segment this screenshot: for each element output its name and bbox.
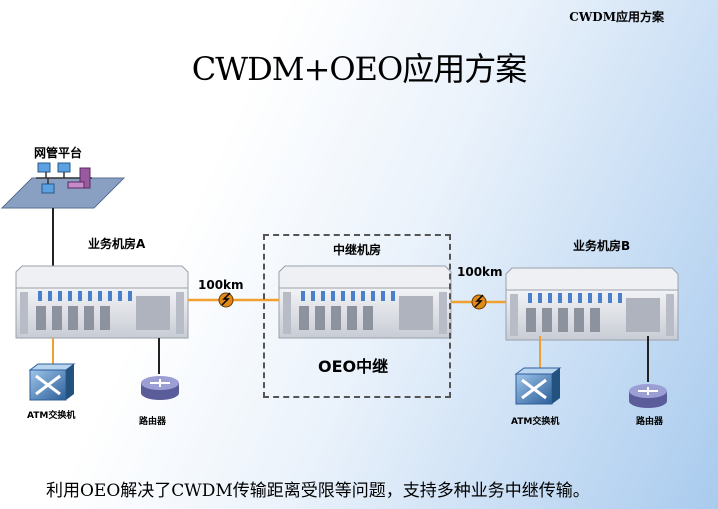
page-title: CWDM+OEO应用方案 — [191, 50, 527, 88]
cwdm-chassis-b — [505, 267, 679, 341]
relay-room-frame — [263, 234, 451, 398]
left-distance-label: 100km — [198, 278, 244, 292]
router-b-icon — [628, 383, 668, 409]
footer-caption: 利用OEO解决了CWDM传输距离受限等问题，支持多种业务中继传输。 — [46, 481, 590, 501]
atm-switch-a-icon — [28, 362, 76, 402]
site-b-label: 业务机房B — [573, 239, 631, 253]
fiber-break-icon-right — [471, 294, 487, 310]
nms-computers-icon — [36, 162, 92, 194]
atm-b-label: ATM交换机 — [511, 417, 560, 427]
relay-label: 中继机房 — [333, 243, 382, 257]
router-b-label: 路由器 — [636, 417, 664, 427]
right-distance-label: 100km — [457, 265, 503, 279]
nms-label: 网管平台 — [34, 146, 83, 160]
fiber-break-icon-left — [218, 292, 234, 308]
router-a-label: 路由器 — [139, 417, 167, 427]
site-a-label: 业务机房A — [88, 237, 146, 251]
router-a-icon — [140, 375, 180, 401]
atm-a-label: ATM交换机 — [27, 411, 76, 421]
cwdm-chassis-a — [15, 265, 189, 339]
atm-switch-b-icon — [514, 366, 562, 406]
corner-title: CWDM应用方案 — [569, 10, 664, 24]
oeo-relay-text: OEO中继 — [318, 357, 389, 376]
nms-platform-base — [0, 177, 126, 209]
